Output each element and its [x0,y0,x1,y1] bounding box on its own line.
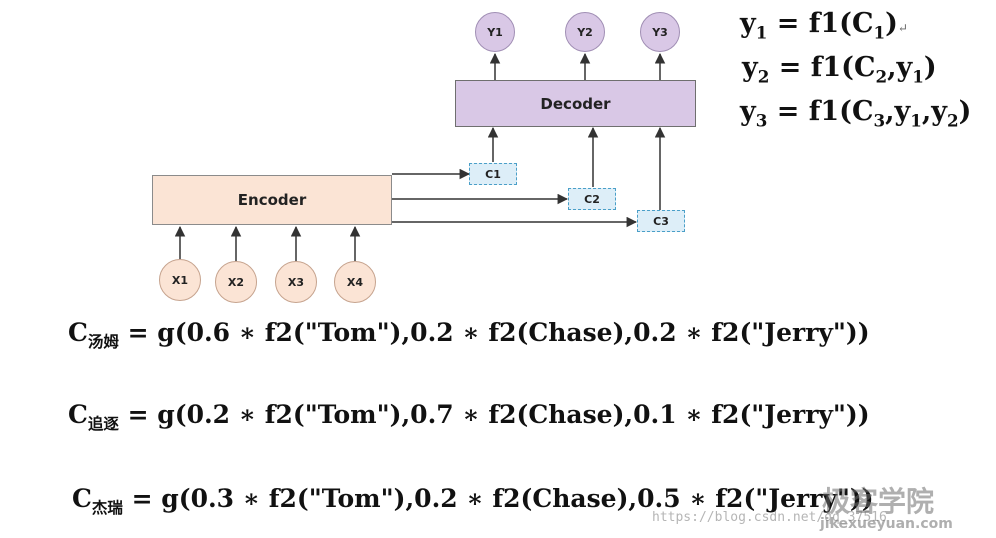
attention-formula-jerry: C杰瑞 = g(0.3 ∗ f2("Tom"),0.2 ∗ f2(Chase),… [72,484,874,517]
attention-formula-tom: C汤姆 = g(0.6 ∗ f2("Tom"),0.2 ∗ f2(Chase),… [68,318,870,351]
formula-y3: y3 = f1(C3,y1,y2) [740,96,972,131]
context-node-c3: C3 [637,210,685,232]
input-node-x2: X2 [215,261,257,303]
input-node-x3: X3 [275,261,317,303]
formula-y2: y2 = f1(C2,y1) [742,52,937,87]
watermark-brand-url: jikexueyuan.com [820,516,953,532]
encoder-box: Encoder [152,175,392,225]
input-node-x4: X4 [334,261,376,303]
output-node-y1: Y1 [475,12,515,52]
input-node-x1: X1 [159,259,201,301]
decoder-box: Decoder [455,80,696,127]
output-node-y3: Y3 [640,12,680,52]
encoder-label: Encoder [237,191,307,209]
context-node-c1: C1 [469,163,517,185]
output-node-y2: Y2 [565,12,605,52]
watermark-brand-cn: 极客学院 [822,485,935,518]
attention-formula-chase: C追逐 = g(0.2 ∗ f2("Tom"),0.7 ∗ f2(Chase),… [68,400,870,433]
context-node-c2: C2 [568,188,616,210]
decoder-label: Decoder [540,94,611,113]
formula-y1: y1 = f1(C1)↵ [740,8,908,43]
watermark-url: https://blog.csdn.net/qq_37516 [652,510,887,525]
